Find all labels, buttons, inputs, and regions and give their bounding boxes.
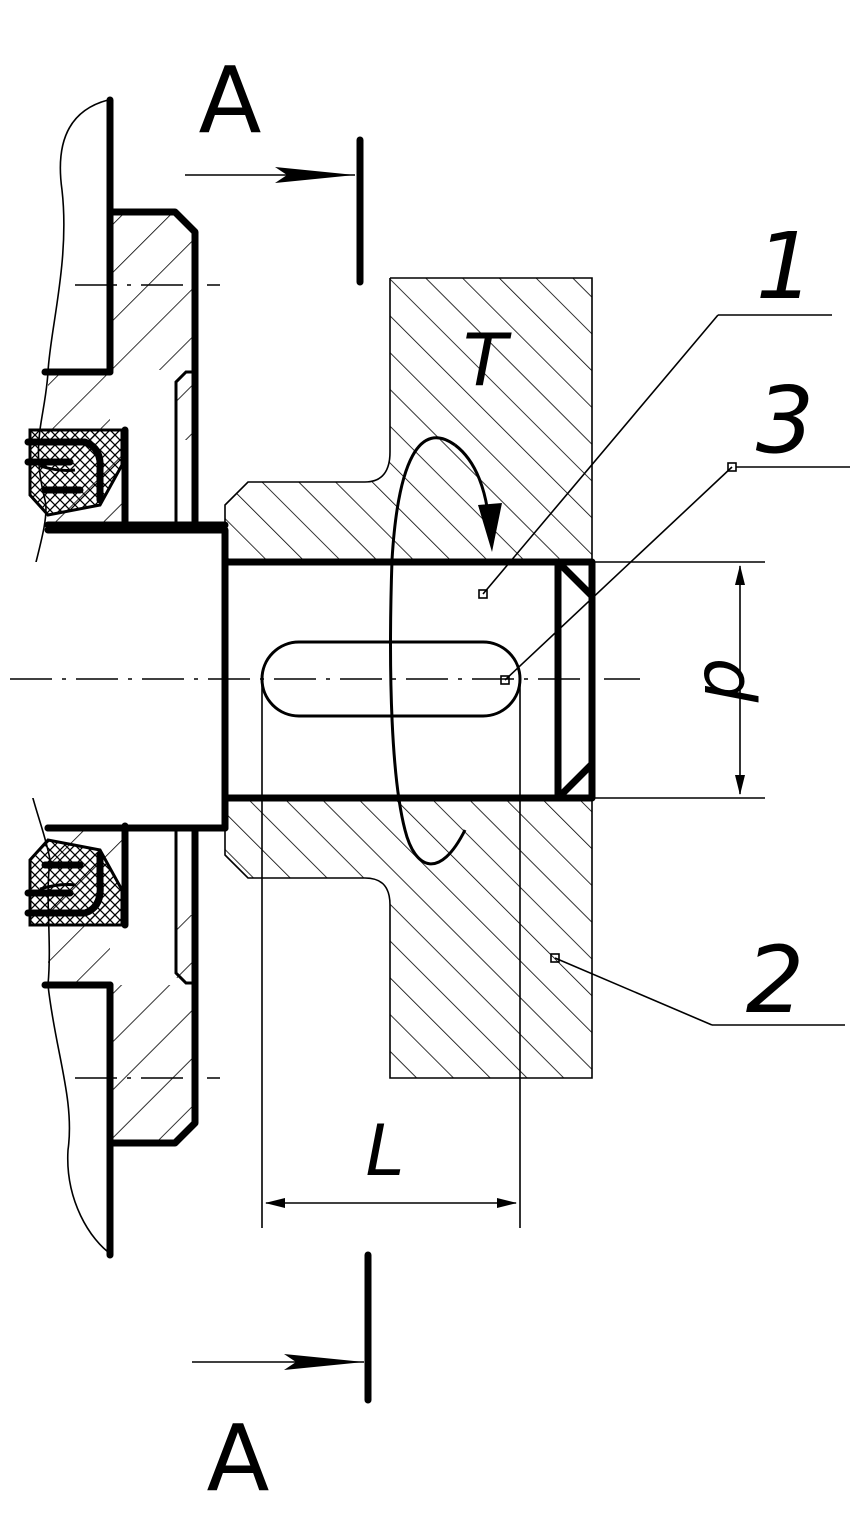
shaft-part-1	[0, 526, 596, 832]
leader-1: 1	[478, 213, 832, 599]
leader-3: 3	[500, 367, 850, 685]
torque-arrow	[389, 436, 502, 866]
hub-part-2	[224, 277, 593, 1079]
housing-lower-wall	[106, 824, 199, 1259]
section-mark-bottom: A	[192, 1251, 372, 1512]
section-label-top: A	[199, 47, 262, 154]
seal-lower	[24, 838, 124, 927]
seal-upper	[24, 428, 124, 517]
dimension-d: d	[592, 561, 770, 799]
dimension-label-L: L	[366, 1110, 405, 1192]
part-label-3: 3	[756, 367, 815, 474]
dimension-label-d: d	[688, 658, 770, 703]
section-mark-top: A	[185, 47, 364, 286]
section-label-bottom: A	[207, 1405, 270, 1512]
torque-label: T	[463, 318, 512, 402]
part-label-2: 2	[746, 927, 805, 1034]
part-label-1: 1	[756, 213, 815, 320]
housing-upper-wall	[106, 96, 199, 529]
dimension-L: L	[261, 679, 521, 1228]
leader-2: 2	[550, 927, 845, 1034]
